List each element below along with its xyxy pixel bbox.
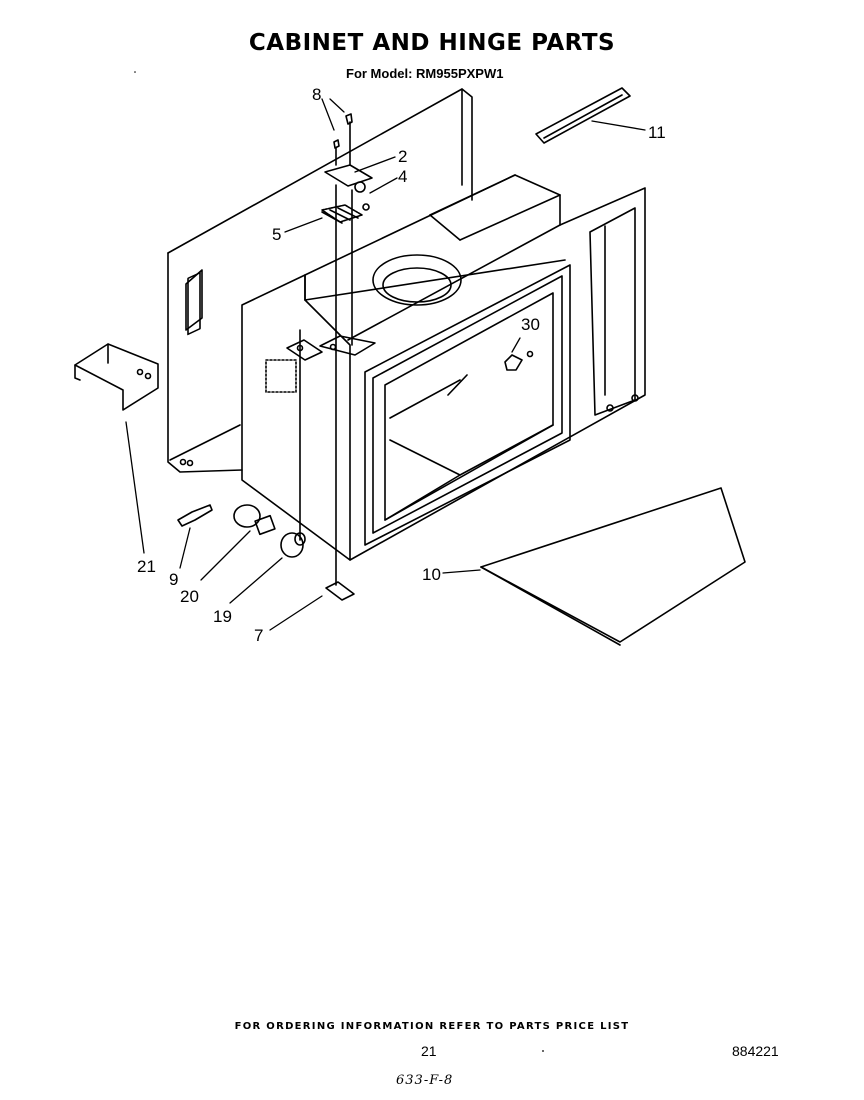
latch-rail-part <box>535 87 631 144</box>
callout-labels: 8 11 2 4 5 30 21 9 20 19 7 10 <box>137 85 666 645</box>
callout-2: 2 <box>398 147 407 166</box>
callout-9: 9 <box>169 570 178 589</box>
callout-10: 10 <box>422 565 441 584</box>
callout-21: 21 <box>137 557 156 576</box>
model-subtitle: For Model: RM955PXPW1 <box>346 66 504 81</box>
callout-20: 20 <box>180 587 199 606</box>
front-frame <box>364 264 571 546</box>
document-code: 884221 <box>732 1043 779 1059</box>
hinge-assembly <box>286 113 376 601</box>
callout-11: 11 <box>648 123 666 142</box>
lamp-assembly-parts <box>177 504 306 558</box>
callout-7: 7 <box>254 626 263 645</box>
handwritten-note: 633-F-8 <box>396 1073 454 1088</box>
callout-19: 19 <box>213 607 232 626</box>
ordering-note: FOR ORDERING INFORMATION REFER TO PARTS … <box>234 1021 630 1032</box>
page-number: 21 <box>421 1043 437 1059</box>
oven-cavity <box>241 174 646 561</box>
shelf-plate-part <box>480 487 746 646</box>
page-title: CABINET AND HINGE PARTS <box>248 30 616 56</box>
speck <box>542 1050 544 1052</box>
side-bracket-part <box>74 343 159 411</box>
callout-8: 8 <box>312 85 321 104</box>
speck <box>134 71 136 73</box>
leader-lines <box>125 98 646 631</box>
callout-4: 4 <box>398 167 407 186</box>
cabinet-wrapper <box>167 88 473 473</box>
callout-30: 30 <box>521 315 540 334</box>
callout-5: 5 <box>272 225 281 244</box>
